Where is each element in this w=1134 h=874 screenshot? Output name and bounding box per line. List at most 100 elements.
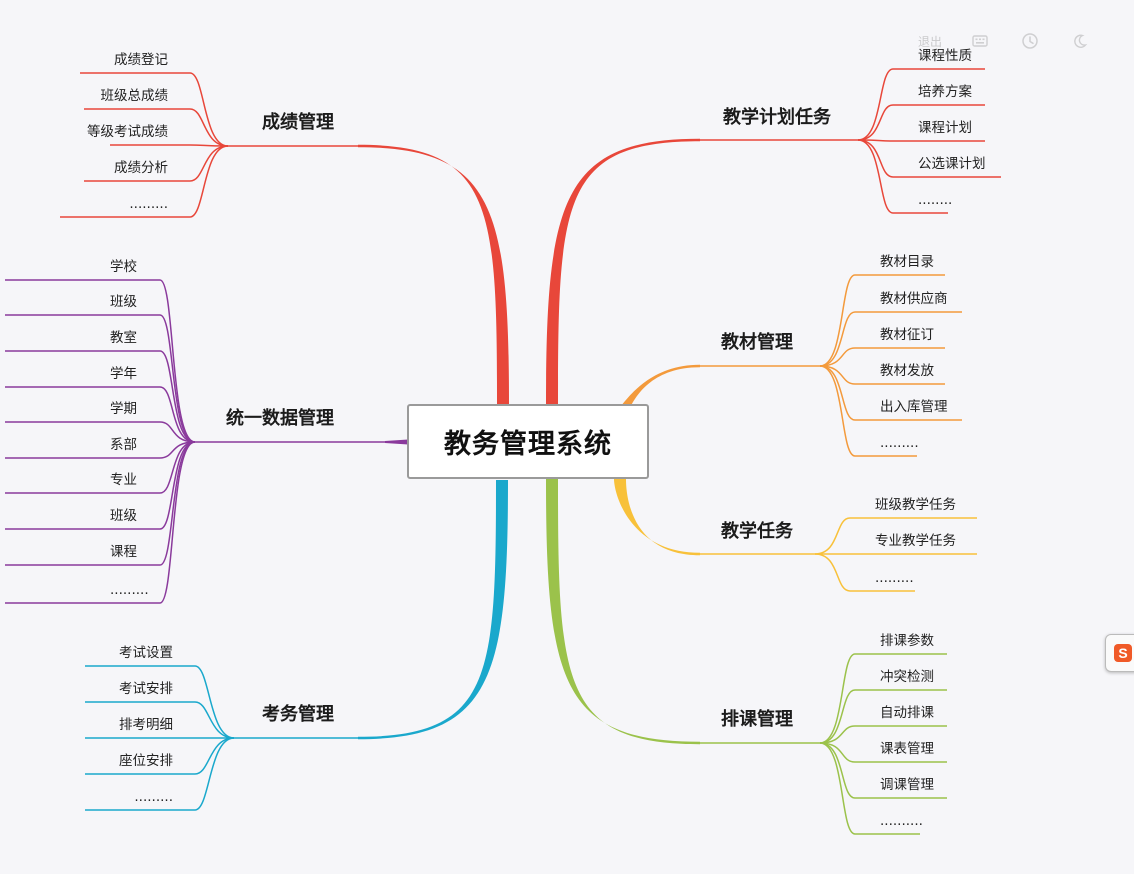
leaf-item[interactable]: 公选课计划 (918, 156, 986, 172)
branch-connector (358, 144, 509, 406)
leaf-item[interactable]: 冲突检测 (880, 669, 934, 685)
leaf-item[interactable]: 成绩登记 (114, 52, 168, 68)
branch-connector (385, 439, 408, 445)
branch-title-score[interactable]: 成绩管理 (262, 112, 334, 133)
leaf-connector (819, 742, 947, 763)
leaf-connector (814, 553, 915, 592)
branch-score (60, 72, 509, 406)
leaf-item[interactable]: 专业教学任务 (875, 533, 956, 549)
leaf-item[interactable]: 班级总成绩 (100, 88, 169, 104)
branch-title-task[interactable]: 教学任务 (721, 521, 793, 542)
leaf-connector (814, 517, 977, 555)
leaf-connector (85, 665, 235, 739)
leaf-item[interactable]: 考试安排 (119, 681, 173, 697)
leaf-connector (5, 441, 196, 566)
leaf-connector (5, 314, 196, 443)
leaf-connector (819, 365, 962, 421)
leaf-item[interactable]: 排课参数 (880, 633, 934, 649)
leaf-item[interactable]: ......... (129, 196, 168, 212)
branch-basedata (5, 279, 408, 604)
leaf-item[interactable]: 课程计划 (918, 120, 972, 136)
leaf-item[interactable]: ......... (110, 582, 149, 598)
leaf-item[interactable]: 培养方案 (918, 84, 972, 100)
leaf-item[interactable]: 课程 (110, 544, 137, 560)
branch-textbook (616, 274, 962, 457)
leaf-connector (819, 365, 945, 385)
moon-icon[interactable] (1055, 24, 1105, 58)
leaf-connector (5, 441, 196, 604)
branch-title-plan[interactable]: 教学计划任务 (723, 107, 831, 128)
branch-title-basedata[interactable]: 统一数据管理 (226, 408, 334, 429)
leaf-item[interactable]: 班级 (110, 508, 137, 524)
leaf-item[interactable]: 等级考试成绩 (87, 124, 168, 140)
leaf-connector (5, 421, 196, 443)
keyboard-icon[interactable] (955, 24, 1005, 58)
branch-connector (614, 479, 700, 556)
top-toolbar: 退出 (905, 24, 1134, 58)
leaf-item[interactable]: 教材征订 (880, 327, 934, 343)
logout-button[interactable]: 退出 (917, 34, 942, 49)
leaf-item[interactable]: 出入库管理 (880, 399, 948, 415)
branch-title-textbook[interactable]: 教材管理 (721, 332, 793, 353)
sogou-ime-icon[interactable]: S (1105, 634, 1134, 672)
leaf-connector (857, 68, 985, 141)
leaf-item[interactable]: 成绩分析 (114, 160, 168, 176)
leaf-connector (84, 108, 229, 147)
leaf-item[interactable]: 教室 (110, 330, 137, 346)
branch-connector (546, 138, 700, 406)
leaf-connector (819, 742, 920, 835)
leaf-item[interactable]: 课程性质 (918, 48, 972, 64)
branch-task (614, 479, 977, 592)
leaf-item[interactable]: 系部 (110, 437, 137, 453)
branch-title-exam[interactable]: 考务管理 (262, 704, 334, 725)
leaf-connector (819, 742, 947, 799)
leaf-item[interactable]: 学校 (110, 259, 137, 275)
leaf-connector (80, 72, 229, 147)
leaf-connector (85, 701, 235, 739)
leaf-item[interactable]: 教材供应商 (880, 291, 948, 307)
leaf-connector (110, 144, 229, 147)
leaf-item[interactable]: ........ (918, 192, 953, 208)
leaf-item[interactable]: 调课管理 (880, 777, 934, 793)
leaf-item[interactable]: 排考明细 (119, 717, 173, 733)
leaf-connector (85, 737, 235, 811)
clock-icon[interactable] (1005, 24, 1055, 58)
leaf-item[interactable]: 班级教学任务 (875, 497, 956, 513)
leaf-item[interactable]: 专业 (110, 472, 137, 488)
leaf-connector (819, 653, 947, 744)
central-topic[interactable]: 教务管理系统 (407, 404, 649, 479)
branch-connector (616, 364, 700, 410)
branch-exam (85, 480, 508, 811)
leaf-connector (5, 386, 196, 443)
leaf-item[interactable]: ......... (880, 435, 919, 451)
leaf-connector (5, 441, 196, 530)
leaf-connector (819, 365, 917, 457)
leaf-connector (84, 145, 229, 182)
leaf-connector (819, 725, 947, 744)
leaf-item[interactable]: ......... (134, 789, 173, 805)
leaf-connector (857, 139, 1001, 178)
leaf-item[interactable]: 座位安排 (119, 753, 173, 769)
leaf-connector (85, 737, 235, 775)
leaf-connector (819, 274, 945, 367)
branch-schedule (546, 479, 947, 835)
leaf-item[interactable]: 学年 (110, 366, 137, 382)
branch-title-schedule[interactable]: 排课管理 (721, 709, 793, 730)
branch-connector (358, 480, 508, 740)
leaf-item[interactable]: ......... (875, 570, 914, 586)
leaf-connector (60, 145, 229, 218)
leaf-item[interactable]: 考试设置 (119, 645, 173, 661)
leaf-item[interactable]: 学期 (110, 401, 137, 417)
leaf-connector (857, 139, 948, 214)
leaf-item[interactable]: 教材发放 (880, 363, 934, 379)
leaf-item[interactable]: .......... (880, 813, 923, 829)
leaf-connector (5, 350, 196, 443)
leaf-connector (857, 139, 985, 142)
leaf-item[interactable]: 课表管理 (880, 741, 934, 757)
leaf-item[interactable]: 教材目录 (880, 254, 934, 270)
leaf-connector (5, 441, 196, 459)
leaf-connector (819, 689, 947, 744)
leaf-item[interactable]: 自动排课 (880, 705, 934, 721)
leaf-item[interactable]: 班级 (110, 294, 137, 310)
